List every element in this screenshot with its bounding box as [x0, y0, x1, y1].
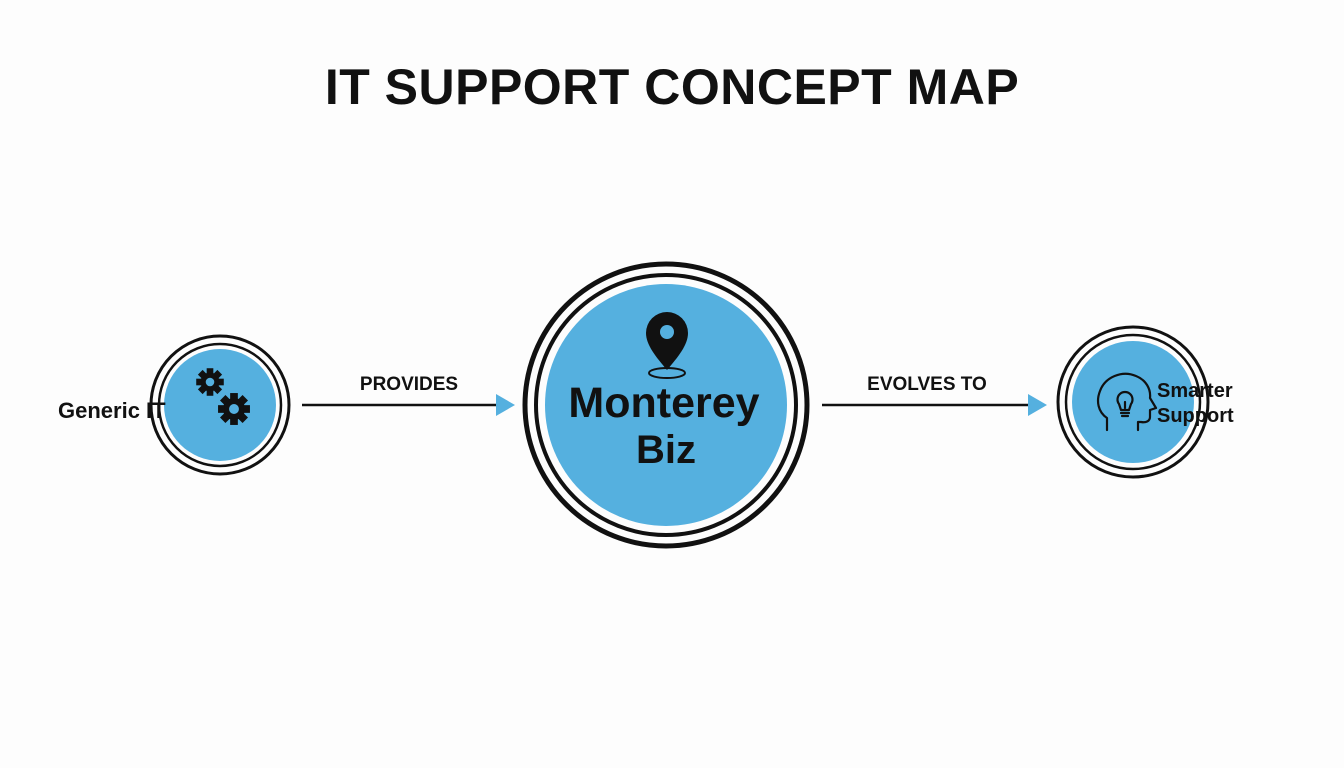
node-monterey-biz: Monterey Biz [522, 261, 810, 549]
smarter-label-line1: Smarter [1157, 380, 1233, 402]
arrowhead-icon [1028, 394, 1047, 416]
arrowhead-icon [496, 394, 515, 416]
edge-provides-label: PROVIDES [360, 374, 458, 395]
smarter-label-line2: Support [1157, 405, 1234, 427]
head-lightbulb-icon [1096, 372, 1158, 432]
center-label-line1: Monterey [568, 379, 759, 427]
generic-it-label: Generic IT [58, 398, 166, 423]
page-title: IT SUPPORT CONCEPT MAP [324, 59, 1020, 115]
edge-evolves-to: EVOLVES TO [822, 374, 1047, 416]
node-smarter-support: Smarter Support [1056, 325, 1234, 479]
center-label-line2: Biz [636, 428, 696, 472]
edge-evolves-label: EVOLVES TO [867, 374, 987, 395]
map-pin-icon [646, 312, 688, 379]
node-generic-it: Generic IT [58, 334, 291, 476]
edge-provides: PROVIDES [302, 374, 515, 416]
